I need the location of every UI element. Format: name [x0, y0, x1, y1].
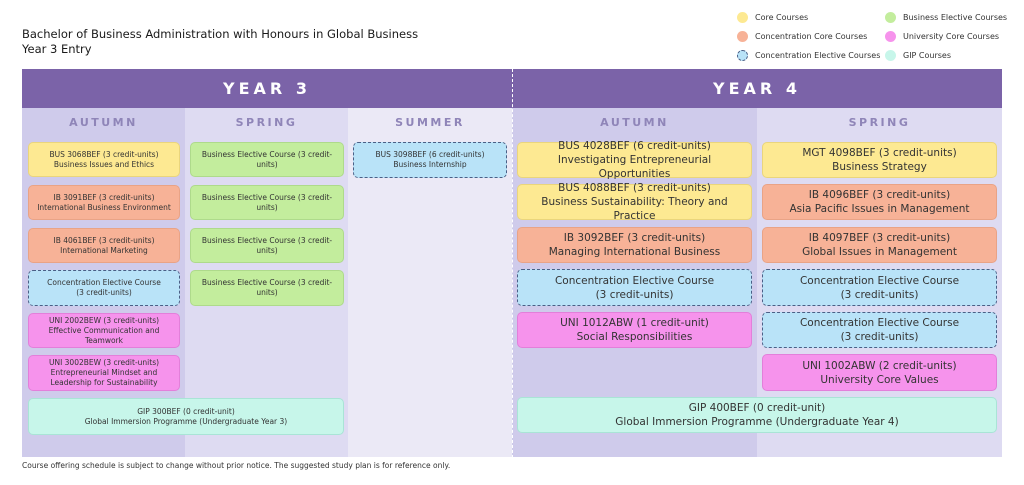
- legend-label: Concentration Elective Courses: [755, 51, 881, 60]
- course-card: BUS 4088BEF (3 credit-units)Business Sus…: [517, 182, 752, 222]
- course-card: Business Elective Course (3 credit-units…: [190, 270, 344, 306]
- gip-card: GIP 400BEF (0 credit-unit)Global Immersi…: [517, 397, 997, 433]
- legend-label: Business Elective Courses: [903, 13, 1008, 22]
- legend-label: GIP Courses: [903, 51, 952, 60]
- concentration-core-swatch-icon: [737, 31, 748, 42]
- legend-university-core: University Core Courses: [885, 31, 999, 42]
- course-card: IB 4096BEF (3 credit-units)Asia Pacific …: [762, 184, 997, 220]
- year3-header: YEAR 3: [22, 69, 512, 108]
- y3-spring-heading: SPRING: [235, 116, 298, 129]
- legend-business-elective: Business Elective Courses: [885, 12, 1007, 23]
- entry-label: Year 3 Entry: [22, 42, 92, 56]
- core-swatch-icon: [737, 12, 748, 23]
- year4-header: YEAR 4: [512, 69, 1002, 108]
- legend-label: University Core Courses: [903, 32, 1000, 41]
- business-elective-swatch-icon: [885, 12, 896, 23]
- y3-autumn-heading: AUTUMN: [69, 116, 138, 129]
- course-card: BUS 3068BEF (3 credit-units)Business Iss…: [28, 142, 180, 177]
- concentration-elective-card: Concentration Elective Course(3 credit-u…: [762, 312, 997, 348]
- concentration-elective-card: Concentration Elective Course(3 credit-u…: [517, 269, 752, 306]
- legend-core: Core Courses: [737, 12, 808, 23]
- legend-label: Concentration Core Courses: [755, 32, 868, 41]
- legend-gip: GIP Courses: [885, 50, 951, 61]
- concentration-elective-card: Concentration Elective Course(3 credit-u…: [762, 269, 997, 306]
- concentration-elective-card: Concentration Elective Course(3 credit-u…: [28, 270, 180, 306]
- course-card: IB 3091BEF (3 credit-units)International…: [28, 185, 180, 220]
- course-card: BUS 4028BEF (6 credit-units)Investigatin…: [517, 140, 752, 180]
- legend-concentration-elective: Concentration Elective Courses: [737, 50, 880, 61]
- page-title: Bachelor of Business Administration with…: [22, 27, 418, 57]
- legend-concentration-core: Concentration Core Courses: [737, 31, 867, 42]
- legend-label: Core Courses: [755, 13, 809, 22]
- year-divider: [512, 69, 513, 458]
- course-card: IB 4061BEF (3 credit-units)International…: [28, 228, 180, 263]
- course-card: MGT 4098BEF (3 credit-units)Business Str…: [762, 142, 997, 178]
- concentration-elective-swatch-icon: [737, 50, 748, 61]
- course-card: UNI 2002BEW (3 credit-units)Effective Co…: [28, 313, 180, 348]
- course-card: Business Elective Course (3 credit-units…: [190, 185, 344, 220]
- course-card: Business Elective Course (3 credit-units…: [190, 228, 344, 263]
- course-card: UNI 1012ABW (1 credit-unit)Social Respon…: [517, 312, 752, 348]
- y4-autumn-heading: AUTUMN: [600, 116, 669, 129]
- course-card: Business Elective Course (3 credit-units…: [190, 142, 344, 177]
- course-card: UNI 1002ABW (2 credit-units)University C…: [762, 354, 997, 391]
- gip-card: GIP 300BEF (0 credit-unit)Global Immersi…: [28, 398, 344, 435]
- program-title: Bachelor of Business Administration with…: [22, 27, 419, 41]
- y4-spring-heading: SPRING: [848, 116, 911, 129]
- course-card: UNI 3002BEW (3 credit-units)Entrepreneur…: [28, 355, 180, 391]
- gip-swatch-icon: [885, 50, 896, 61]
- internship-card: BUS 3098BEF (6 credit-units)Business Int…: [353, 142, 507, 178]
- y3-summer-heading: SUMMER: [395, 116, 465, 129]
- university-core-swatch-icon: [885, 31, 896, 42]
- course-card: IB 3092BEF (3 credit-units)Managing Inte…: [517, 227, 752, 263]
- course-card: IB 4097BEF (3 credit-units)Global Issues…: [762, 227, 997, 263]
- footer-note: Course offering schedule is subject to c…: [22, 461, 451, 470]
